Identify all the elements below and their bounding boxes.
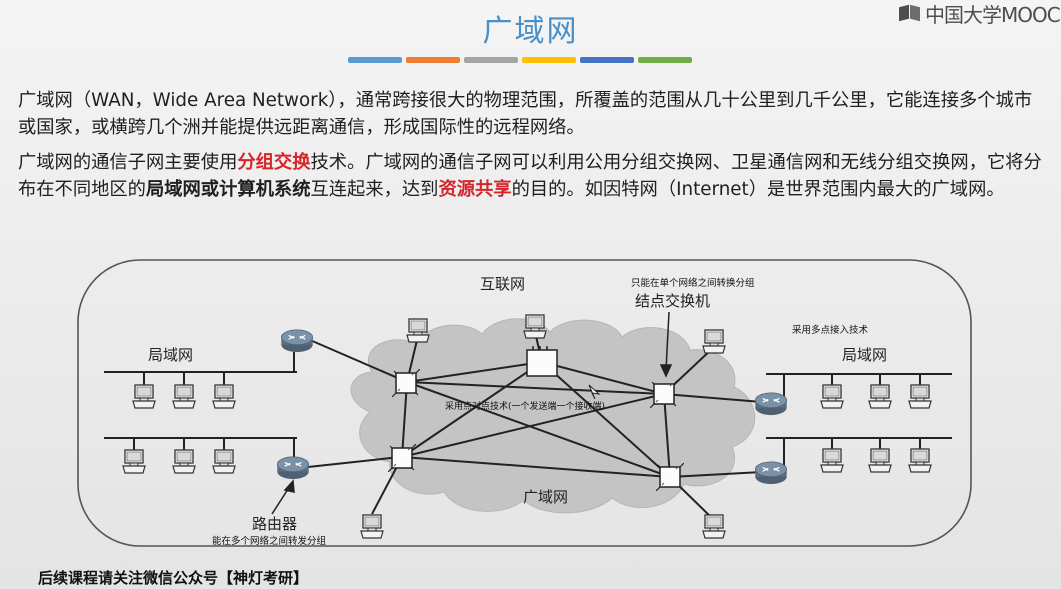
- slide-title: 广域网: [482, 14, 579, 49]
- logo-text: 中国大学MOOC: [925, 2, 1061, 27]
- color-bar-segment: [348, 57, 402, 63]
- highlight-lan-or-systems: 局域网或计算机系统: [145, 179, 311, 200]
- color-bar-segment: [522, 57, 576, 63]
- computer-icon: [360, 514, 384, 539]
- node-switch-label: 结点交换机: [635, 292, 710, 310]
- mooc-logo: 中国大学MOOC: [899, 0, 1061, 27]
- multipoint-note: 采用多点接入技术: [792, 324, 869, 336]
- paragraph-text: 技术。广域网的通信子网可以利用公用分组交换网、卫星通信网和无线分组交换网，它将分…: [18, 152, 1042, 200]
- wan-label: 广域网: [523, 488, 568, 506]
- computer-icon: [406, 318, 430, 343]
- p2p-note: 采用点对点技术(一个发送端一个接收端): [445, 400, 605, 412]
- router-label: 路由器: [252, 515, 297, 533]
- color-bar-segment: [464, 57, 518, 63]
- highlight-packet-switching: 分组交换: [237, 152, 311, 173]
- internet-label: 互联网: [480, 275, 525, 293]
- computer-icon: [523, 314, 547, 339]
- lan-right-label: 局域网: [842, 346, 887, 364]
- computer-icon: [908, 384, 932, 409]
- computer-icon: [212, 384, 236, 409]
- router-icon: [280, 329, 314, 353]
- node-switch-icon: [392, 369, 420, 397]
- router-icon: [276, 456, 310, 480]
- computer-icon: [702, 329, 726, 354]
- node-switch-icon: [650, 380, 678, 408]
- computer-icon: [908, 448, 932, 473]
- annotation-arrows: [271, 311, 673, 515]
- internet-boundary: [77, 259, 972, 547]
- computer-icon: [122, 449, 146, 474]
- book-icon: [899, 4, 921, 22]
- computer-icon: [172, 384, 196, 409]
- computer-icon: [702, 514, 726, 539]
- router-note: 能在多个网络之间转发分组: [212, 535, 327, 547]
- computer-icon: [820, 384, 844, 409]
- color-bar-segment: [580, 57, 634, 63]
- lan-left-label: 局域网: [148, 346, 193, 364]
- computer-icon: [820, 448, 844, 473]
- computer-icon: [868, 448, 892, 473]
- node-switch-icon: [526, 346, 558, 377]
- title-color-bar: [348, 57, 692, 63]
- lan-left-top: [104, 371, 297, 387]
- computer-icon: [172, 449, 196, 474]
- computer-icon: [868, 384, 892, 409]
- router-icon: [754, 461, 788, 485]
- paragraph-text: 的目的。如因特网（Internet）是世界范围内最大的广域网。: [511, 179, 1005, 200]
- paragraph-text: 互连起来，达到: [310, 179, 439, 200]
- node-switch-icon: [656, 463, 684, 491]
- footer-notice: 后续课程请关注微信公众号【神灯考研】: [38, 569, 309, 587]
- cursor-icon: [588, 384, 601, 400]
- wan-network-diagram: 互联网 广域网 局域网 局域网 结点交换机 只能在单个网络之间转换分组 采用多点…: [77, 259, 972, 547]
- highlight-resource-sharing: 资源共享: [438, 179, 512, 200]
- computer-icon: [212, 449, 236, 474]
- color-bar-segment: [638, 57, 692, 63]
- node-switch-note: 只能在单个网络之间转换分组: [631, 277, 755, 289]
- paragraph-subnet: 广域网的通信子网主要使用分组交换技术。广域网的通信子网可以利用公用分组交换网、卫…: [18, 149, 1048, 203]
- wan-cloud: [350, 318, 756, 514]
- paragraph-definition: 广域网（WAN，Wide Area Network），通常跨接很大的物理范围，所…: [18, 90, 1033, 138]
- router-icon: [754, 392, 788, 416]
- computer-icon: [132, 384, 156, 409]
- node-switch-icon: [388, 444, 416, 472]
- color-bar-segment: [406, 57, 460, 63]
- paragraph-text: 广域网的通信子网主要使用: [18, 152, 238, 173]
